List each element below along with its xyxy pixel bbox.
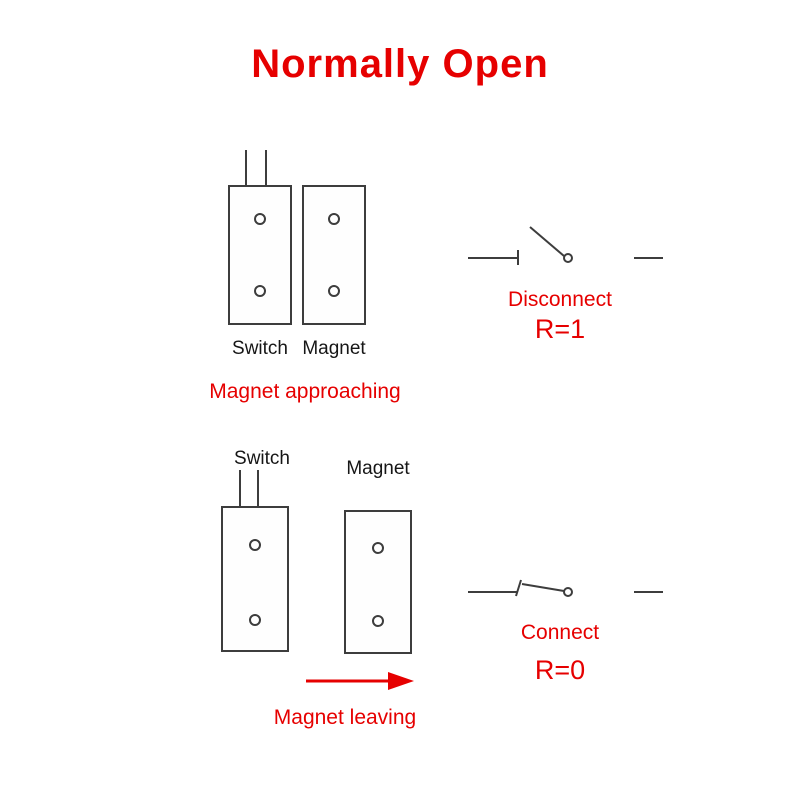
open-switch-symbol [468,226,663,265]
pivot-contact [563,587,573,597]
mounting-hole [372,542,384,554]
switch-body [228,185,292,325]
magnet-body [344,510,412,654]
right-arrow-icon [306,672,414,690]
mounting-hole [328,285,340,297]
switch-wire-left [239,470,241,506]
mounting-hole [328,213,340,225]
top-resistance-label: R=1 [534,314,586,344]
mounting-hole [372,615,384,627]
switch-label: Switch [232,338,288,359]
mounting-hole [249,539,261,551]
pivot-contact [563,253,573,263]
arrow-head [388,672,414,690]
switch-label: Switch [234,448,290,469]
switch-lever-open [529,226,565,257]
mounting-hole [254,213,266,225]
top-state-label: Disconnect [508,288,612,311]
bottom-state-label: Connect [520,621,600,644]
page-title: Normally Open [251,42,549,86]
switch-lever-closed [521,583,565,592]
switch-wire-right [257,470,259,506]
magnet-label: Magnet [346,458,410,479]
top-caption: Magnet approaching [209,380,401,403]
magnet-label: Magnet [302,338,366,359]
magnet-body [302,185,366,325]
bottom-caption: Magnet leaving [273,706,417,729]
switch-wire-left [245,150,247,186]
mounting-hole [254,285,266,297]
switch-body [221,506,289,652]
left-contact-tick [515,579,522,597]
switch-wire-right [265,150,267,186]
mounting-hole [249,614,261,626]
closed-switch-symbol [468,579,663,597]
bottom-resistance-label: R=0 [534,655,586,685]
